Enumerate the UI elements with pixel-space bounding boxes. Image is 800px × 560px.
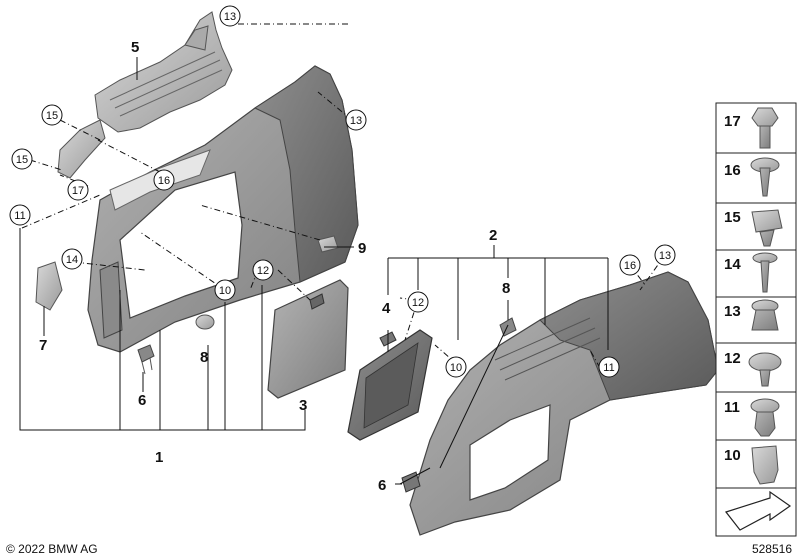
callout-3: 3: [299, 397, 307, 414]
callout-10-left: 10: [219, 285, 231, 297]
callout-11-left: 11: [14, 210, 25, 222]
diagram-number: 528516: [751, 542, 792, 556]
callout-7: 7: [39, 337, 47, 354]
parts-panel-labels: 17 16 15 14 13 12 11 10: [724, 113, 741, 464]
flange-screw-icon: [750, 157, 780, 197]
arrow-icon: [724, 490, 792, 531]
fastener-part-6-left: [137, 344, 155, 375]
callout-13-mid: 13: [350, 115, 362, 127]
callout-6-left: 6: [138, 392, 146, 409]
callout-13-right: 13: [659, 250, 671, 262]
callout-2: 2: [489, 227, 497, 244]
spring-nut-icon: [751, 209, 783, 247]
bracket-part-5: [57, 11, 233, 179]
callout-labels: 5 7 6 8 9 3 1 2 4 8 6 13 13 15 15 16 17 …: [9, 5, 676, 494]
callout-15-left: 15: [16, 154, 28, 166]
expansion-clip-icon: [750, 398, 780, 437]
bracket-part-7: [35, 261, 63, 311]
callout-15-top: 15: [46, 110, 58, 122]
callout-14: 14: [66, 254, 78, 266]
trim-panel-part-2: [409, 271, 719, 536]
callout-1: 1: [155, 449, 163, 466]
hex-bolt-icon: [751, 107, 779, 149]
cover-panel-part-3: [267, 279, 349, 399]
copyright-text: © 2022 BMW AG: [6, 542, 98, 556]
fastener-part-6-right: [401, 471, 421, 493]
leader-lines: [19, 57, 609, 485]
callout-5: 5: [131, 39, 139, 56]
callout-16-left: 16: [158, 175, 170, 187]
callout-17: 17: [72, 185, 84, 197]
panel-label-10: 10: [724, 447, 741, 464]
panel-label-12: 12: [724, 350, 741, 367]
solid-leader-lines-right: [387, 300, 509, 485]
clip-part-9: [317, 235, 339, 253]
callout-12-right: 12: [412, 297, 424, 309]
panel-label-13: 13: [724, 303, 741, 320]
panel-label-15: 15: [724, 209, 741, 226]
callout-4: 4: [382, 300, 391, 317]
panel-label-14: 14: [724, 256, 741, 273]
panel-label-16: 16: [724, 162, 741, 179]
panel-label-17: 17: [724, 113, 741, 130]
callout-12-left: 12: [257, 265, 269, 277]
button-clip-icon: [748, 352, 782, 387]
callout-10-right: 10: [450, 362, 462, 374]
plug-part-8-left: [195, 314, 215, 330]
panel-label-11: 11: [724, 399, 740, 416]
sheet-metal-nut-icon: [751, 445, 779, 485]
callout-6-right: 6: [378, 477, 386, 494]
callout-16-right: 16: [624, 260, 636, 272]
callout-9: 9: [358, 240, 366, 257]
clip-part-8-right: [499, 317, 517, 337]
parts-panel: [715, 102, 797, 537]
push-clip-icon: [751, 299, 779, 331]
screw-icon: [752, 252, 778, 293]
grille-panel-part-4: [347, 329, 433, 441]
callout-11-right: 11: [603, 362, 614, 374]
callout-8-right: 8: [502, 280, 510, 297]
callout-8-left: 8: [200, 349, 208, 366]
callout-13-top: 13: [224, 11, 236, 23]
